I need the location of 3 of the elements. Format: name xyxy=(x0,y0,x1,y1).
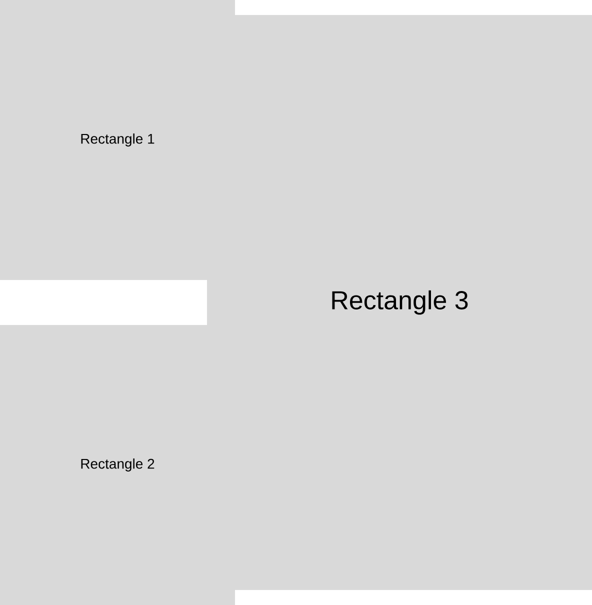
node-label: Rectangle 3 xyxy=(332,290,468,315)
node-label: Rectangle 2 xyxy=(81,458,154,472)
node-label: Rectangle 1 xyxy=(81,133,154,147)
